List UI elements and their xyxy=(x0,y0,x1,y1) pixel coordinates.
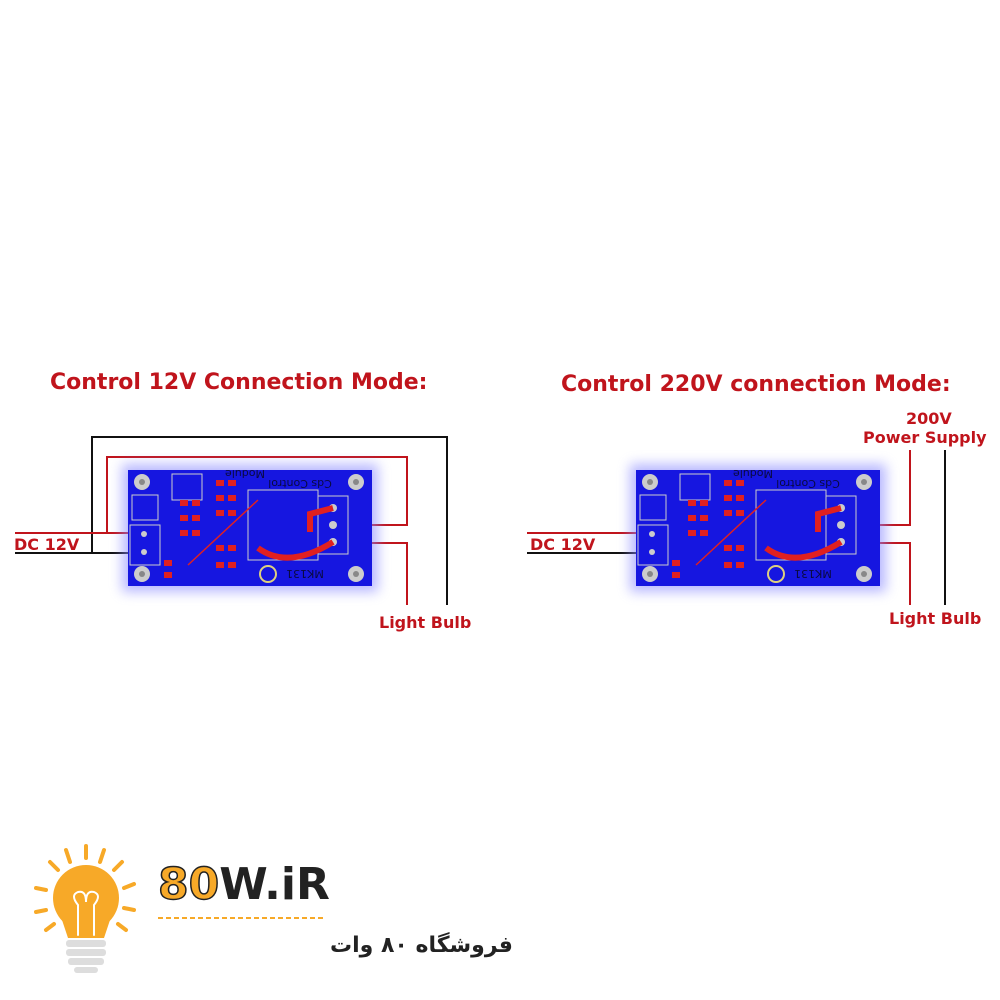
wire-black-loop xyxy=(91,436,448,605)
board-label-mk131: MK131 xyxy=(794,567,832,580)
supply-label: Power Supply xyxy=(863,428,987,447)
right-title: Control 220V connection Mode: xyxy=(561,372,951,397)
board-label-mk131: MK131 xyxy=(286,567,324,580)
board-label-cds: Cds Control xyxy=(776,477,840,490)
lightbulb-icon xyxy=(34,844,136,973)
left-title: Control 12V Connection Mode: xyxy=(50,370,427,395)
wire-red-supply xyxy=(878,450,911,526)
board-label-cds: Cds Control xyxy=(268,477,332,490)
dc-label: DC 12V xyxy=(14,535,80,554)
relay-board xyxy=(122,464,378,592)
dc-label: DC 12V xyxy=(530,535,596,554)
brand-subtitle: فروشگاه ۸۰ وات xyxy=(330,931,513,958)
right-diagram: Control 220V connection Mode: Cds Contro… xyxy=(527,372,987,628)
board-label-module: Module xyxy=(733,467,773,480)
brand-domain: W.iR xyxy=(219,859,330,910)
bulb-label: Light Bulb xyxy=(379,613,471,632)
logo: 80W.iR فروشگاه ۸۰ وات xyxy=(34,844,513,973)
wire-red-bulb xyxy=(372,542,408,605)
brand-number: 80 xyxy=(158,859,219,910)
supply-voltage-label: 200V xyxy=(906,409,952,428)
relay-board xyxy=(630,464,886,592)
bulb-label: Light Bulb xyxy=(889,609,981,628)
wire-red-loop xyxy=(106,456,408,533)
left-diagram: Control 12V Connection Mode: Cds Control… xyxy=(14,370,471,632)
wire-red-bulb xyxy=(878,542,911,605)
board-label-module: Module xyxy=(225,467,265,480)
brand-name: 80W.iR xyxy=(158,859,330,910)
